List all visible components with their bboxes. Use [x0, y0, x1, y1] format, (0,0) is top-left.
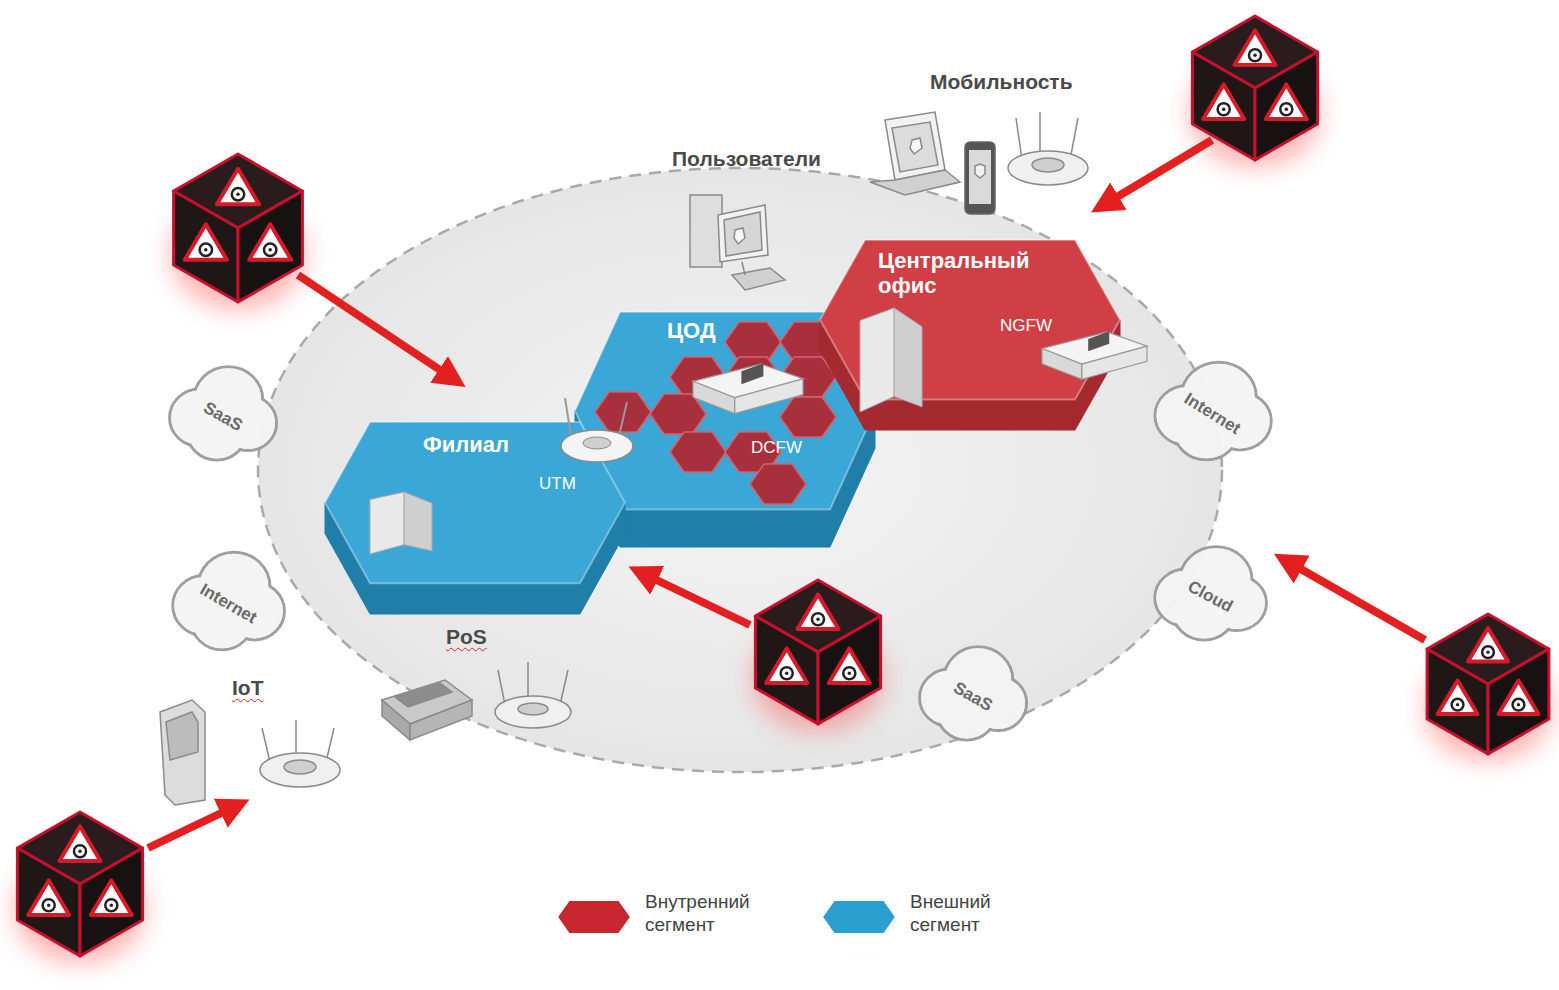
segment-hexagon: ФилиалUTM	[325, 422, 625, 614]
area-label: Пользователи	[672, 147, 821, 171]
segment-title: Центральный офис	[878, 248, 1088, 299]
attack-arrows	[148, 140, 1425, 848]
cloud-shape: SaaS	[165, 360, 280, 465]
cloud-shape: Cloud	[1150, 540, 1270, 645]
area-label: IoT	[232, 676, 264, 700]
cloud-shape: Internet	[168, 545, 288, 655]
perimeter-ellipse	[258, 168, 1222, 772]
device-label: UTM	[539, 474, 576, 494]
area-label: Мобильность	[930, 70, 1073, 94]
segment-title: ЦОД	[667, 318, 716, 343]
device-label: NGFW	[1000, 316, 1052, 336]
device-icons	[160, 112, 1088, 805]
area-label: PoS	[446, 625, 487, 649]
segment-hexagon: Центральный офисNGFW	[820, 240, 1120, 430]
device-label: DCFW	[751, 438, 802, 458]
legend-swatch	[555, 897, 633, 937]
cloud-shape: SaaS	[915, 640, 1030, 745]
legend-text: Внутренний сегмент	[645, 891, 765, 937]
legend-swatch	[820, 897, 898, 937]
segment-title: Филиал	[423, 432, 509, 457]
cloud-shape: Internet	[1150, 355, 1275, 465]
legend-text: Внешний сегмент	[910, 891, 1030, 937]
threat-cubes	[14, 16, 1552, 963]
